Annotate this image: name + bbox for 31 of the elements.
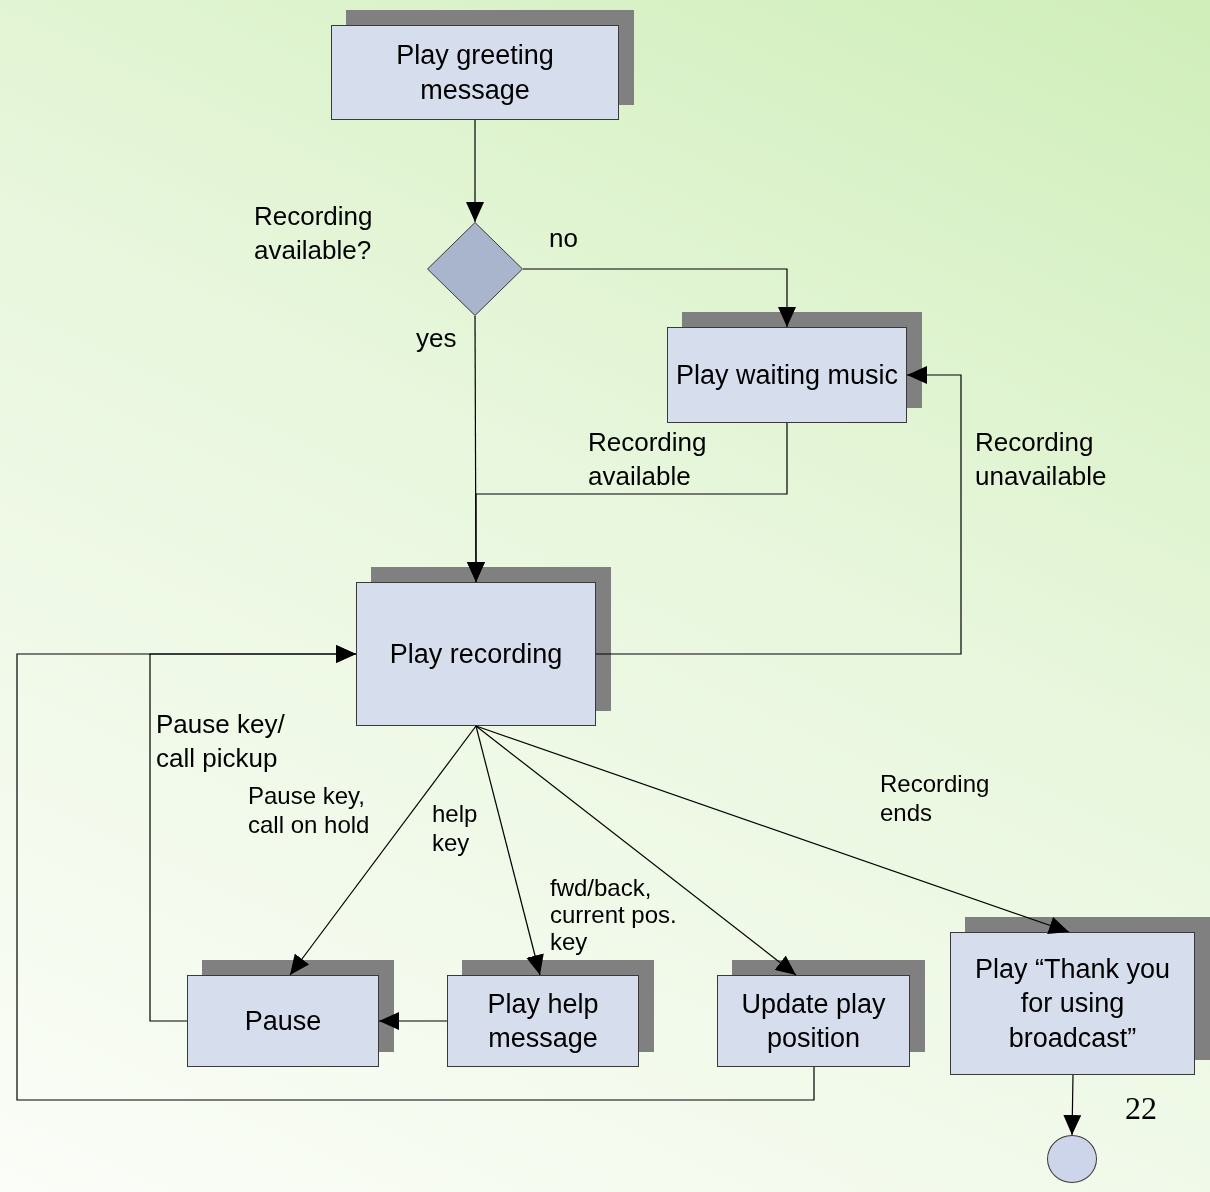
box-text: Play greeting message — [395, 39, 555, 107]
edge-label: help key — [432, 800, 479, 858]
edge-label: Recording available — [588, 426, 708, 493]
edge-label: yes — [416, 322, 458, 355]
arrow — [475, 725, 544, 976]
arrow — [595, 366, 962, 655]
edge-label: Recording ends — [880, 770, 991, 828]
box-text: Play “Thank you for using broadcast” — [973, 953, 1172, 1055]
arrow — [378, 1012, 448, 1030]
box-text: Play help message — [486, 987, 600, 1055]
box-text: Update play position — [740, 987, 887, 1055]
edge-label: no — [549, 222, 579, 255]
edge-label: Recording unavailable — [975, 426, 1108, 493]
arrow — [475, 725, 797, 976]
box-text: Play waiting music — [675, 358, 899, 392]
arrow — [475, 725, 1070, 934]
edge-label: Pause key, call on hold — [248, 782, 371, 840]
end-circle — [1047, 1135, 1097, 1183]
box-text: Pause — [244, 1004, 322, 1038]
arrow — [1063, 1074, 1082, 1136]
decision-diamond — [427, 222, 523, 316]
page-number: 22 — [1125, 1090, 1157, 1127]
condition-label: Recording available? — [254, 200, 374, 267]
arrow — [289, 725, 477, 976]
edge-label: Pause key/ call pickup — [156, 708, 286, 775]
arrow — [16, 645, 815, 1101]
edge-label: fwd/back, current pos. key — [550, 875, 678, 956]
arrow — [466, 119, 484, 223]
box-text: Play recording — [389, 637, 563, 671]
arrow — [467, 422, 788, 583]
arrow — [522, 268, 796, 328]
